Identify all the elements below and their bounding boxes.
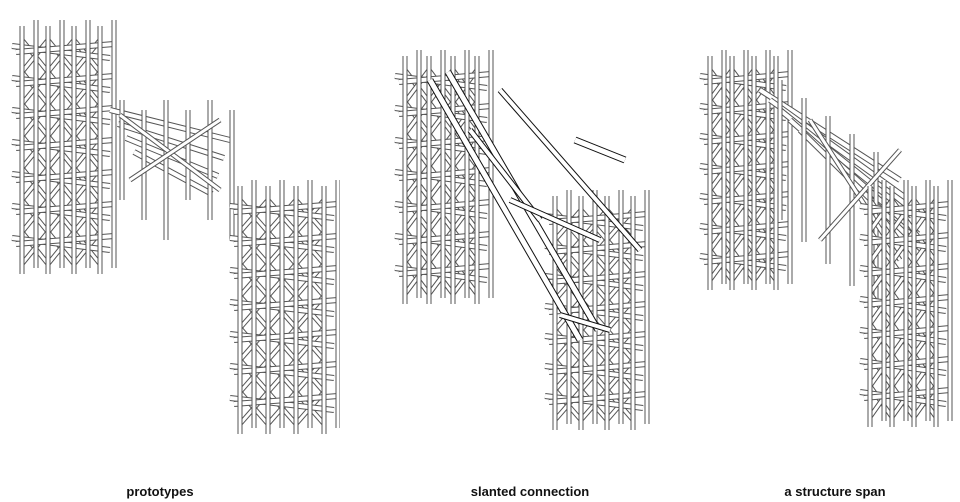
p1-right-beam-fill [233, 330, 339, 342]
slanted-connection-drawing [394, 50, 650, 430]
p3-left-beam-fill [699, 74, 787, 90]
p3-left-beam-fill [699, 224, 787, 240]
p3-right-beam-fill [859, 390, 947, 406]
p1-right-beam-fill [233, 266, 339, 278]
p3-right-brace-fill [868, 354, 894, 387]
p2-slanted-connector-fill [509, 198, 601, 242]
prototypes-drawing [11, 20, 340, 434]
p1-bridge-brace-fill [129, 118, 221, 182]
caption-slanted-connection: slanted connection [470, 484, 590, 499]
p3-right-beam-fill [859, 359, 947, 375]
p1-right-beam-fill [233, 362, 339, 374]
p3-right-brace-fill [868, 199, 894, 232]
p3-left-brace-fill [708, 159, 734, 191]
p1-right-beam-fill [233, 202, 339, 214]
p3-left-brace-fill [708, 249, 734, 281]
p3-right-brace-fill [868, 385, 894, 418]
p3-left-beam-fill [699, 194, 787, 210]
caption-prototypes: prototypes [126, 484, 194, 499]
p2-slanted-connector-fill [559, 313, 611, 332]
p1-right-beam-fill [233, 234, 339, 246]
p3-right-beam-fill [859, 204, 947, 220]
p3-right-brace-fill [868, 261, 894, 294]
p3-left-beam-fill [699, 104, 787, 120]
p1-right-beam-fill [233, 394, 339, 406]
p3-right-beam-fill [859, 328, 947, 344]
structure-span-drawing [699, 50, 953, 427]
panel-slanted-connection: slanted connection [340, 0, 670, 502]
p3-right-brace-fill [868, 292, 894, 325]
p2-slanted-connector-fill [574, 137, 626, 163]
p3-left-beam-fill [699, 254, 787, 270]
p1-right-beam-fill [233, 298, 339, 310]
panel-prototypes: prototypes [0, 0, 340, 502]
p3-left-brace-fill [708, 69, 734, 101]
p3-right-brace-fill [868, 323, 894, 356]
p3-left-beam-fill [699, 134, 787, 150]
p3-left-brace-fill [708, 219, 734, 251]
p3-left-beam-fill [699, 164, 787, 180]
p3-left-brace-fill [708, 99, 734, 131]
p1-bridge-beam-fill [133, 150, 213, 196]
caption-structure-span: a structure span [784, 484, 886, 499]
p3-right-beam-fill [859, 235, 947, 251]
p3-right-beam-fill [859, 297, 947, 313]
p3-right-brace-fill [868, 230, 894, 263]
p3-right-beam-fill [859, 266, 947, 282]
p2-slanted-member-fill [427, 78, 583, 342]
p3-left-brace-fill [708, 189, 734, 221]
p3-left-brace-fill [708, 129, 734, 161]
p2-slanted-member-fill [498, 88, 642, 252]
panel-structure-span: a structure span [670, 0, 960, 502]
p3-span-brace-fill [818, 149, 902, 241]
